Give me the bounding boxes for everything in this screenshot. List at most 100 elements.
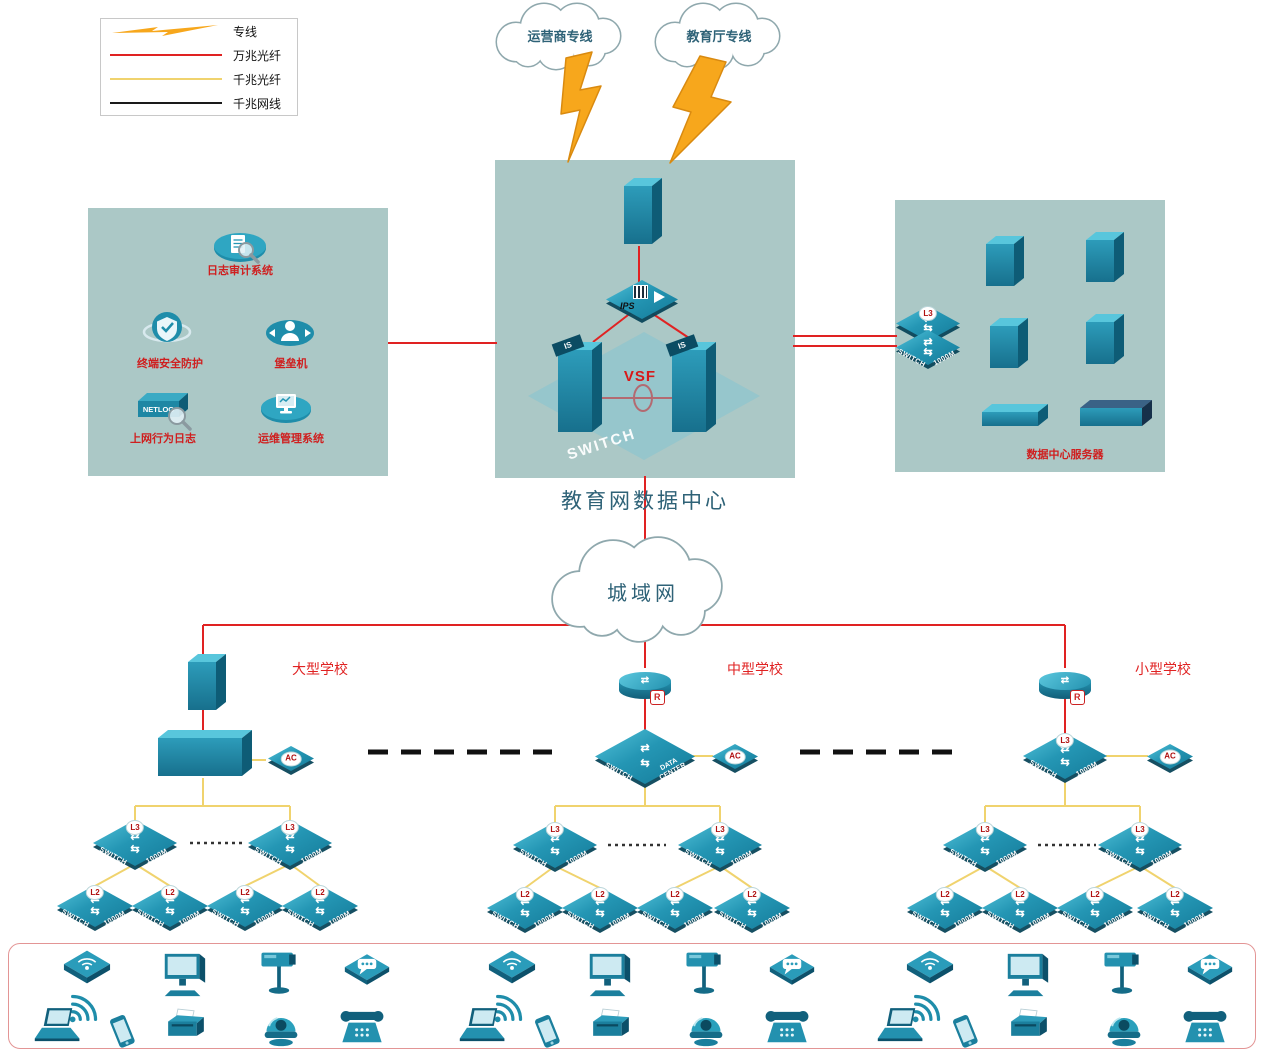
bastion-host-icon <box>262 312 318 357</box>
l2-switch: L2 SWITCH 1000M <box>637 887 713 931</box>
l2-switch: L2 SWITCH 1000M <box>562 887 638 931</box>
legend-label: 专线 <box>233 24 258 39</box>
lightning-legend-icon <box>107 24 225 38</box>
l2-badge: L2 <box>590 887 610 902</box>
legend-item-10g: 万兆光纤 <box>101 43 297 67</box>
l2-switch: L2 SWITCH 1000M <box>907 887 983 931</box>
large-school-label: 大型学校 <box>292 661 348 677</box>
red-line-icon <box>110 54 222 56</box>
ptz-camera-icon <box>255 948 303 1001</box>
ops-mgmt-icon <box>256 386 316 435</box>
man-cloud-label: 城域网 <box>607 582 679 605</box>
terminal-security-icon <box>138 306 196 357</box>
laptop-icon <box>458 1006 508 1051</box>
l3-badge: L3 <box>280 820 300 835</box>
ac-badge: AC <box>280 751 302 766</box>
ips-label: IPS <box>620 301 635 311</box>
large-school-gateway <box>188 653 228 712</box>
telephone-icon <box>762 1008 812 1053</box>
wifi-signal-icon <box>65 986 107 1031</box>
netlog-icon: NETLOG <box>130 386 194 439</box>
core-switch-server-right: IS <box>665 334 718 434</box>
l3-switch: L3 SWITCH 1000M <box>513 822 597 869</box>
l3-badge: L3 <box>975 822 995 837</box>
l3-badge: L3 <box>1055 733 1075 748</box>
l3-badge: L3 <box>710 822 730 837</box>
lightning-bolt-icon <box>669 55 732 164</box>
dome-camera-icon <box>1102 1008 1146 1053</box>
l2-badge: L2 <box>515 887 535 902</box>
ten-gig-links <box>202 246 1066 735</box>
legend-item-1g-cable: 千兆网线 <box>101 91 297 115</box>
legend: 专线 万兆光纤 千兆光纤 千兆网线 <box>100 18 298 116</box>
server-cabinet <box>1086 313 1126 366</box>
desktop-monitor-icon <box>157 950 211 1005</box>
l3-switch: L3 SWITCH 1000M <box>678 822 762 869</box>
server-cabinet <box>986 235 1026 288</box>
wireless-ap-icon <box>487 948 537 991</box>
internet-gateway-firewall <box>624 177 664 246</box>
smartphone-icon <box>105 1012 141 1054</box>
small-school-core-switch: L3 SWITCH 1000M <box>1023 733 1107 780</box>
endpoint-strip <box>8 943 1256 1049</box>
ac-badge: AC <box>724 749 746 764</box>
legend-item-1g-fiber: 千兆光纤 <box>101 67 297 91</box>
net-behavior-label: 上网行为日志 <box>130 433 196 445</box>
im-terminal-icon <box>1186 950 1234 993</box>
lightning-bolt-icon <box>560 51 602 163</box>
small-school-label: 小型学校 <box>1135 661 1191 677</box>
l2-badge: L2 <box>935 887 955 902</box>
ac-badge: AC <box>1159 749 1181 764</box>
smartphone-icon <box>530 1012 566 1054</box>
yellow-line-icon <box>110 78 222 80</box>
server-zone-title: 数据中心服务器 <box>1026 449 1104 461</box>
ptz-camera-icon <box>680 948 728 1001</box>
terminal-security-label: 终端安全防护 <box>137 358 203 370</box>
education-cloud-label: 教育厅专线 <box>685 29 751 44</box>
medium-school-label: 中型学校 <box>727 661 783 677</box>
wifi-signal-icon <box>908 986 950 1031</box>
l2-badge: L2 <box>742 887 762 902</box>
lightning-bolts <box>560 51 732 164</box>
l2-switch: L2 SWITCH 1000M <box>1057 887 1133 931</box>
l2-switch: L2 SWITCH 1000M <box>714 887 790 931</box>
l2-switch: L2 SWITCH 1000M <box>1137 887 1213 931</box>
legend-label: 万兆光纤 <box>233 48 282 63</box>
black-line-icon <box>110 102 222 104</box>
log-audit-icon <box>208 226 272 277</box>
l3-badge: L3 <box>1130 822 1150 837</box>
router-badge: R <box>1070 690 1085 705</box>
legend-label: 千兆光纤 <box>233 72 282 87</box>
legend-label: 千兆网线 <box>233 96 282 111</box>
l3-switch: L3 SWITCH 1000M <box>248 820 332 867</box>
vsf-label: VSF <box>623 368 657 385</box>
ops-mgmt-label: 运维管理系统 <box>258 433 324 445</box>
l2-badge: L2 <box>1165 887 1185 902</box>
dome-camera-icon <box>259 1008 303 1053</box>
wireless-ap-icon <box>905 948 955 991</box>
l2-badge: L2 <box>1085 887 1105 902</box>
im-terminal-icon <box>343 950 391 993</box>
laptop-icon <box>33 1006 83 1051</box>
ips-display <box>633 285 648 299</box>
ips-device: IPS <box>606 280 678 319</box>
rack-server <box>982 403 1050 428</box>
laptop-icon <box>876 1006 926 1051</box>
man-cloud: 城域网 <box>551 536 723 643</box>
core-switch-server-left: IS <box>551 334 604 434</box>
l2-badge: L2 <box>235 885 255 900</box>
l2-badge: L2 <box>85 885 105 900</box>
telephone-icon <box>1180 1008 1230 1053</box>
l2-switch: L2 SWITCH 1000M <box>132 885 208 929</box>
router-badge: R <box>650 690 665 705</box>
l3-badge: L3 <box>125 820 145 835</box>
small-school-ac: AC <box>1147 744 1193 769</box>
l3-badge: L3 <box>545 822 565 837</box>
l2-switch: L2 SWITCH 1000M <box>487 887 563 931</box>
large-school-ac: AC <box>268 746 314 771</box>
log-audit-label: 日志审计系统 <box>207 265 273 277</box>
server-cabinet <box>990 317 1030 370</box>
ptz-camera-icon <box>1098 948 1146 1001</box>
arrow-icon <box>654 291 665 303</box>
